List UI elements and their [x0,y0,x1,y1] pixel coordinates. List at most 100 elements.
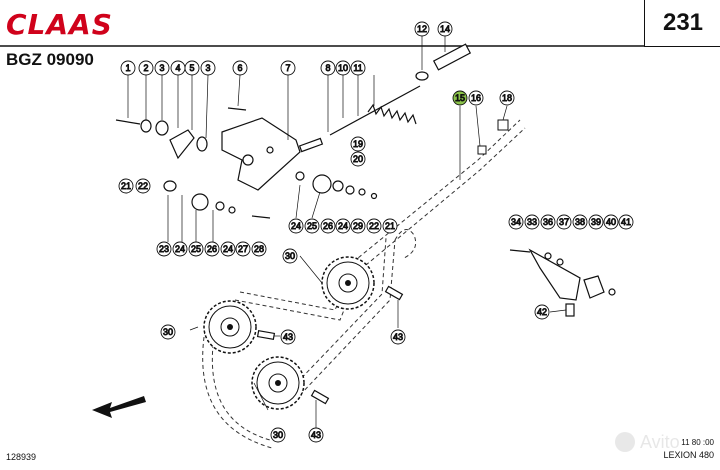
callout-25: 25 [188,241,204,257]
svg-text:12: 12 [417,24,427,34]
callout-29: 29 [350,218,366,234]
callout-30c: 30 [270,427,286,443]
svg-text:11: 11 [353,63,362,73]
svg-text:3: 3 [159,63,164,73]
callout-42: 42 [534,304,550,320]
callout-38: 38 [572,214,588,230]
svg-text:33: 33 [527,217,537,227]
callout-5: 5 [184,60,200,76]
svg-text:29: 29 [353,221,363,231]
svg-text:41: 41 [621,217,631,227]
svg-text:21: 21 [121,181,131,191]
svg-text:24: 24 [223,244,233,254]
direction-arrow-icon [92,396,146,418]
callout-28: 28 [251,241,267,257]
svg-text:4: 4 [175,63,180,73]
callout-10: 10 [335,60,351,76]
svg-text:8: 8 [325,63,330,73]
callout-36: 36 [540,214,556,230]
drawing-number: 128939 [6,452,37,462]
svg-text:27: 27 [238,244,248,254]
svg-text:10: 10 [338,63,348,73]
svg-text:2: 2 [143,63,148,73]
chain [202,119,526,449]
callout-39: 39 [588,214,604,230]
callout-3b: 3 [200,60,216,76]
spring-assembly [329,43,472,136]
callout-30a: 30 [282,248,298,264]
callout-30b: 30 [160,324,176,340]
callout-43c: 43 [308,427,324,443]
callout-19: 19 [350,136,366,152]
callout-27: 27 [235,241,251,257]
svg-text:30: 30 [273,430,283,440]
callouts: 12 14 1 2 3 4 5 3 6 7 8 10 11 19 20 21 2… [118,21,634,443]
callout-22: 22 [135,178,151,194]
callout-33: 33 [524,214,540,230]
svg-text:19: 19 [353,139,363,149]
svg-text:36: 36 [543,217,553,227]
svg-text:24: 24 [338,221,348,231]
svg-text:22: 22 [369,221,379,231]
callout-16: 16 [468,90,484,106]
callout-25b: 25 [304,218,320,234]
svg-text:24: 24 [175,244,185,254]
svg-text:6: 6 [237,63,242,73]
sprocket-lower [251,356,305,410]
callout-24d: 24 [335,218,351,234]
svg-text:5: 5 [189,63,194,73]
svg-text:38: 38 [575,217,585,227]
callout-8: 8 [320,60,336,76]
callout-22b: 22 [366,218,382,234]
callout-24b: 24 [220,241,236,257]
svg-text:25: 25 [307,221,317,231]
callout-12: 12 [414,21,430,37]
svg-text:15: 15 [455,93,465,103]
svg-text:14: 14 [440,24,450,34]
svg-text:30: 30 [285,251,295,261]
svg-text:34: 34 [511,217,521,227]
callout-21b: 21 [382,218,398,234]
sprocket-left [203,300,257,354]
callout-3: 3 [154,60,170,76]
callout-26b: 26 [320,218,336,234]
callout-4: 4 [170,60,186,76]
callout-23: 23 [156,241,172,257]
callout-21: 21 [118,178,134,194]
svg-text:28: 28 [254,244,264,254]
svg-text:42: 42 [537,307,547,317]
edition-code: 11 80 :00 [681,438,714,447]
hub-parts-left [140,119,378,214]
callout-34: 34 [508,214,524,230]
callout-14: 14 [437,21,453,37]
callout-24: 24 [172,241,188,257]
svg-text:18: 18 [502,93,512,103]
svg-text:37: 37 [559,217,569,227]
chain-link-parts [477,119,509,155]
svg-text:26: 26 [207,244,217,254]
callout-41: 41 [618,214,634,230]
leader-lines [127,36,567,428]
svg-text:26: 26 [323,221,333,231]
model-name: LEXION 480 [663,450,714,460]
callout-43a: 43 [390,329,406,345]
callout-37: 37 [556,214,572,230]
callout-24c: 24 [288,218,304,234]
callout-2: 2 [138,60,154,76]
sprocket-upper [321,256,375,310]
callout-6: 6 [232,60,248,76]
svg-text:7: 7 [285,63,290,73]
callout-11: 11 [350,60,366,76]
svg-text:25: 25 [191,244,201,254]
callout-7: 7 [280,60,296,76]
svg-text:16: 16 [471,93,481,103]
svg-text:Avito: Avito [640,432,680,452]
claas-logo: CLAAS [6,8,113,41]
svg-text:43: 43 [393,332,403,342]
callout-40: 40 [603,214,619,230]
svg-text:30: 30 [163,327,173,337]
svg-text:23: 23 [159,244,169,254]
callout-15: 15 [452,90,468,106]
bracket-plate [221,117,301,191]
